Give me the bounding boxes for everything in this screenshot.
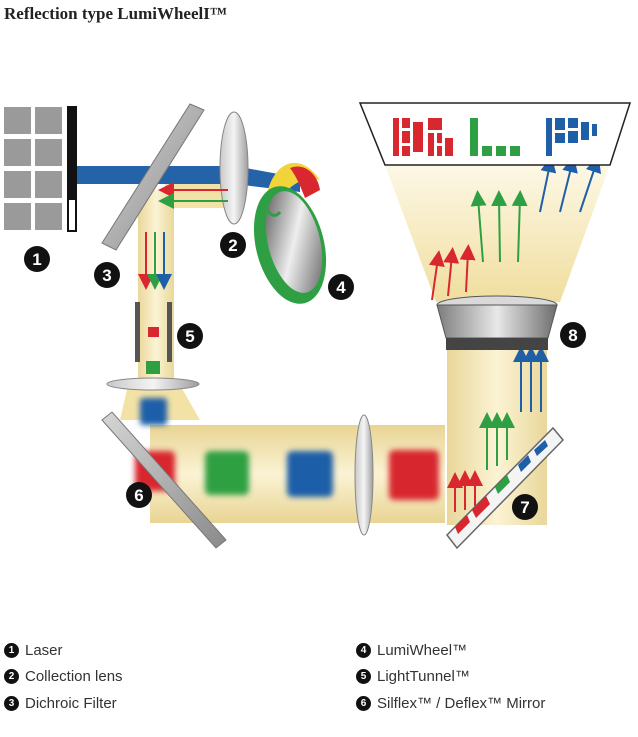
legend-label: Dichroic Filter	[25, 695, 117, 712]
silflex-mirror	[101, 411, 227, 549]
legend-number: 1	[4, 643, 19, 658]
badge-3: 3	[94, 262, 120, 288]
lumiwheel	[253, 162, 327, 304]
legend-number: 4	[356, 643, 371, 658]
lumiwheel-diagram: 1 2 3 4 5 6 7 8	[4, 102, 632, 550]
up-arrows-lower	[447, 346, 549, 512]
badge-5: 5	[177, 323, 203, 349]
legend-label: Silflex™ / Deflex™ Mirror	[377, 695, 546, 712]
beam-to-wheel	[165, 183, 230, 208]
badge-6: 6	[126, 482, 152, 508]
svg-text:5: 5	[185, 327, 194, 346]
legend-item-lumiwheel: 4 LumiWheel™	[356, 642, 467, 659]
badge-2: 2	[220, 232, 246, 258]
dlp-logo	[393, 118, 597, 156]
legend-item-lighttunnel: 5 LightTunnel™	[356, 668, 470, 685]
up-arrows-upper	[428, 156, 602, 301]
condenser-lens	[106, 377, 200, 391]
legend-label: Collection lens	[25, 668, 123, 685]
svg-text:2: 2	[228, 236, 237, 255]
svg-text:8: 8	[568, 326, 577, 345]
page-title: Reflection type LumiWheelI™	[4, 4, 227, 23]
dichroic-filter	[101, 103, 205, 251]
legend-number: 3	[4, 696, 19, 711]
dmd-chip	[446, 426, 565, 550]
legend-number: 2	[4, 669, 19, 684]
legend-label: Laser	[25, 642, 63, 659]
badge-7: 7	[512, 494, 538, 520]
badges: 1 2 3 4 5 6 7 8	[24, 232, 586, 520]
relay-lens	[354, 414, 374, 536]
svg-text:6: 6	[134, 486, 143, 505]
badge-4: 4	[328, 274, 354, 300]
beam-projection	[385, 165, 610, 302]
legend-item-collection-lens: 2 Collection lens	[4, 668, 123, 685]
collection-lens	[219, 111, 249, 225]
light-tunnel	[135, 302, 172, 374]
legend-label: LumiWheel™	[377, 642, 468, 659]
svg-text:4: 4	[336, 278, 346, 297]
svg-text:7: 7	[520, 498, 529, 517]
svg-text:1: 1	[32, 250, 41, 269]
legend-item-silflex-mirror: 6 Silflex™ / Deflex™ Mirror	[356, 695, 545, 712]
laser-array	[4, 106, 77, 232]
legend-item-dichroic-filter: 3 Dichroic Filter	[4, 695, 117, 712]
legend-label: LightTunnel™	[377, 668, 470, 685]
badge-8: 8	[560, 322, 586, 348]
legend-number: 6	[356, 696, 371, 711]
legend-item-laser: 1 Laser	[4, 642, 63, 659]
legend-number: 5	[356, 669, 371, 684]
projection-screen	[358, 102, 632, 166]
projection-lens	[436, 295, 558, 350]
return-arrows	[158, 182, 228, 209]
color-square-blue-small	[140, 398, 167, 425]
svg-text:3: 3	[102, 266, 111, 285]
down-arrows	[138, 232, 172, 290]
badge-1: 1	[24, 246, 50, 272]
